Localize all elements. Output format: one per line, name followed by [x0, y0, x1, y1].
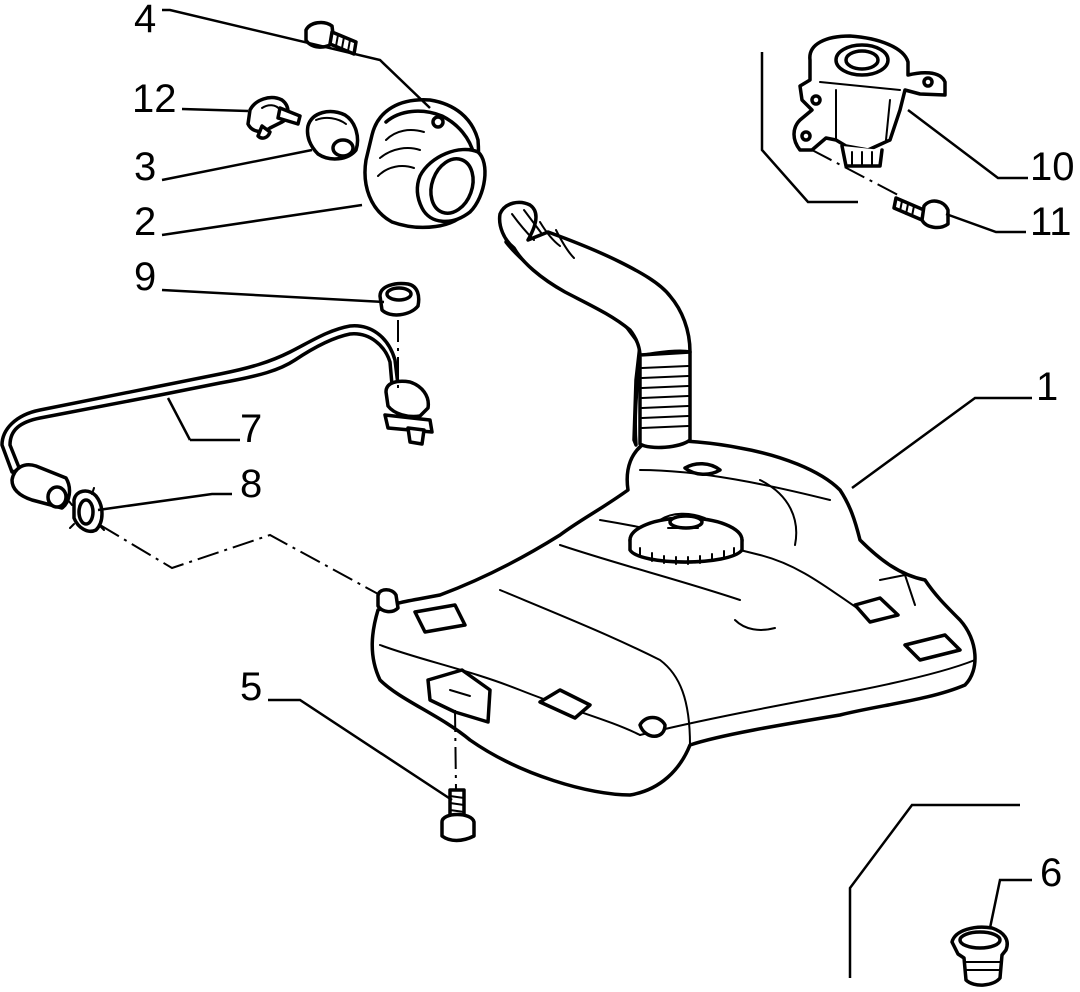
- nut-9: [378, 281, 421, 317]
- filler-key: [246, 95, 302, 140]
- fuel-tank: [370, 200, 977, 797]
- callout-4: 4: [134, 0, 156, 41]
- assembly-axis-lines: [99, 149, 901, 791]
- callout-6: 6: [1040, 851, 1062, 895]
- drain-plug: [950, 925, 1009, 987]
- callout-9: 9: [134, 255, 156, 299]
- callout-10: 10: [1030, 145, 1075, 189]
- callout-5: 5: [240, 665, 262, 709]
- callout-2: 2: [134, 200, 156, 244]
- callout-7: 7: [240, 407, 262, 451]
- filler-lock-cylinder: [305, 109, 360, 161]
- vent-pipe: [0, 324, 434, 510]
- callout-8: 8: [240, 462, 262, 506]
- hose-clamp: [67, 487, 105, 533]
- bolt-11: [892, 196, 950, 230]
- callout-11: 11: [1030, 200, 1072, 244]
- callout-1: 1: [1036, 365, 1058, 409]
- vent-valve: [792, 34, 947, 168]
- filler-cap-housing: [363, 98, 487, 230]
- callout-3: 3: [134, 145, 156, 189]
- leader-lines: [97, 8, 1032, 929]
- callout-labels: 1 2 3 4 5 6 7 8 9 10 11 12: [132, 0, 1075, 895]
- bolt-5: [440, 788, 476, 843]
- corner-frame-lines: [760, 52, 1020, 978]
- callout-12: 12: [132, 77, 177, 121]
